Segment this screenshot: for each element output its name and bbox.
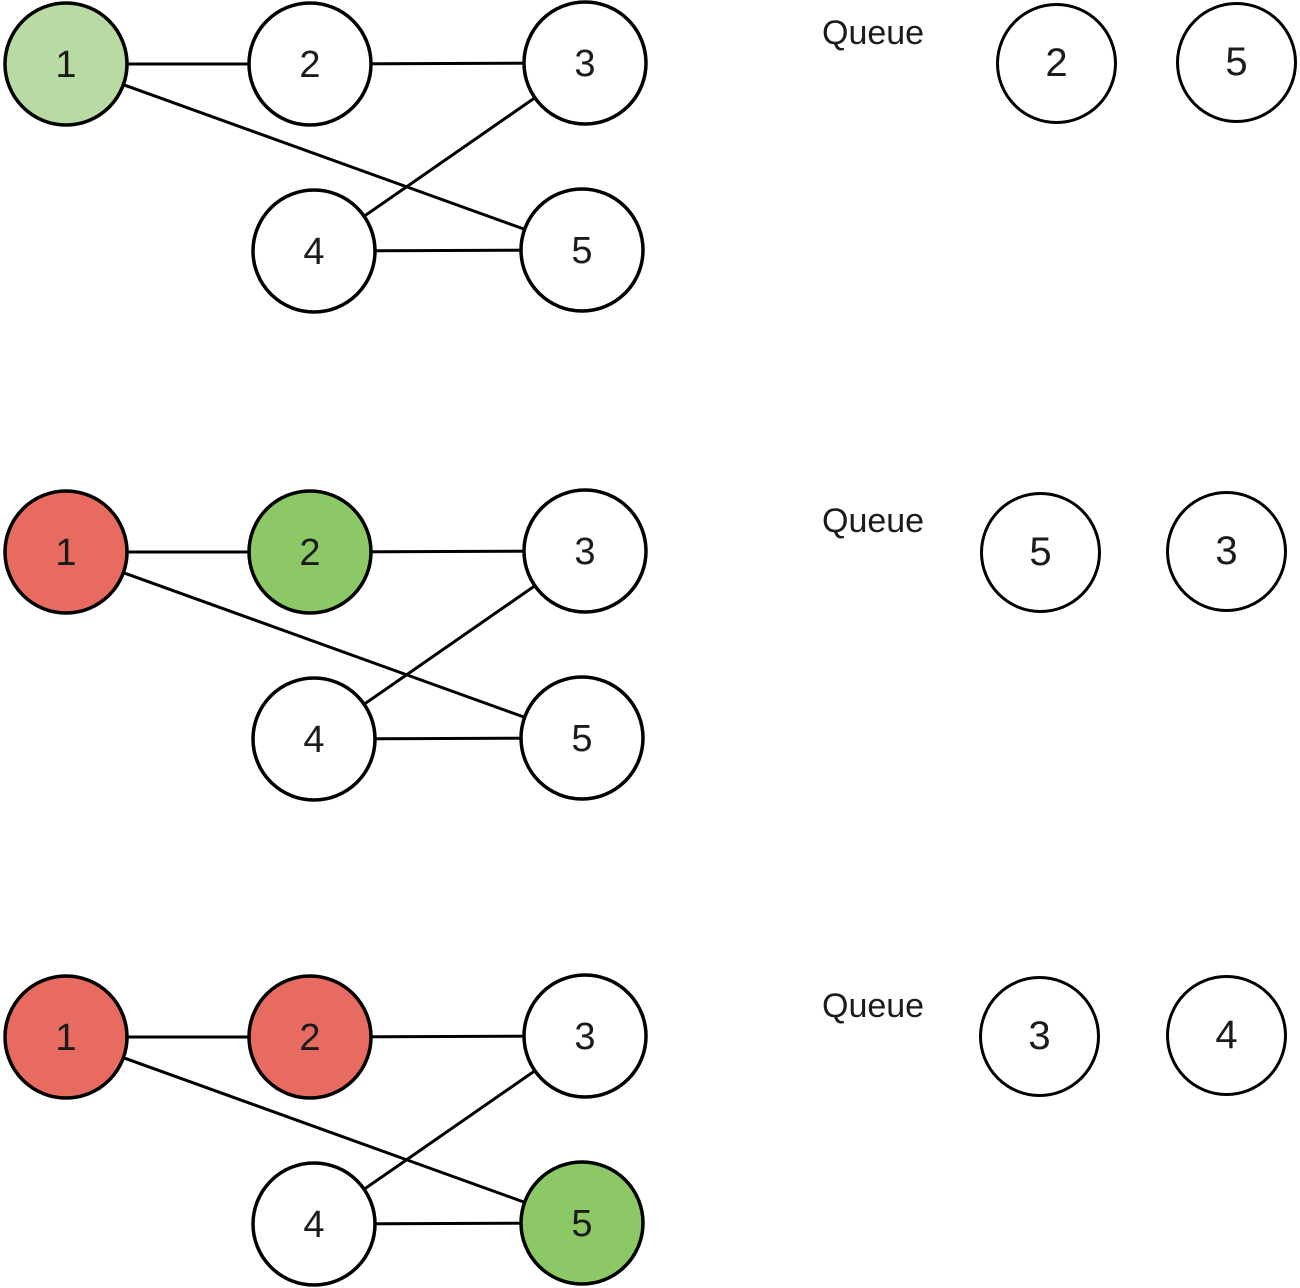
node-label: 1 — [55, 1017, 76, 1059]
node-label: 1 — [55, 44, 76, 86]
graph-node-1: 1 — [3, 1, 129, 127]
node-circle — [519, 675, 645, 801]
node-label: 3 — [574, 1016, 595, 1058]
bfs-step-2: 1 2 3 4 5 Queue 5 3 — [0, 488, 1300, 803]
bfs-step-1: 1 2 3 4 5 Queue 2 5 — [0, 0, 1300, 315]
node-label: 5 — [571, 230, 592, 272]
edge-1-5 — [65, 550, 583, 740]
graph-node-3: 3 — [522, 973, 648, 1099]
queue-item-value: 5 — [1029, 530, 1052, 574]
graph-node-4: 4 — [251, 188, 377, 314]
graph-node-2: 2 — [247, 1, 373, 127]
graph-node-3: 3 — [522, 0, 648, 126]
edge-1-5 — [65, 1035, 583, 1225]
node-label: 3 — [574, 43, 595, 85]
graph-canvas: 1 2 3 4 5 — [3, 0, 648, 314]
node-label: 5 — [571, 1203, 592, 1245]
graph-node-1: 1 — [3, 489, 129, 615]
queue-label: Queue — [822, 502, 925, 540]
queue-item-value: 3 — [1215, 529, 1238, 573]
node-circle — [522, 488, 648, 614]
graph-canvas: 1 2 3 4 5 — [3, 488, 648, 802]
node-circle — [3, 1, 129, 127]
node-circle — [519, 1160, 645, 1286]
node-label: 4 — [303, 1204, 324, 1246]
graph-node-2: 2 — [247, 489, 373, 615]
node-label: 3 — [574, 531, 595, 573]
node-circle — [3, 974, 129, 1100]
graph-node-3: 3 — [522, 488, 648, 614]
queue-label: Queue — [822, 14, 925, 52]
queue-item-2: 5 — [1176, 2, 1297, 123]
node-label: 4 — [303, 231, 324, 273]
graph-node-4: 4 — [251, 676, 377, 802]
node-label: 2 — [299, 532, 320, 574]
graph-node-1: 1 — [3, 974, 129, 1100]
queue-item-1: 2 — [996, 3, 1117, 124]
node-circle — [247, 974, 373, 1100]
node-circle — [519, 187, 645, 313]
queue-item-value: 2 — [1045, 41, 1068, 85]
edge-1-5 — [65, 62, 583, 252]
graph-canvas: 1 2 3 4 5 — [3, 973, 648, 1287]
queue-item-2: 3 — [1166, 491, 1287, 612]
graph-node-2: 2 — [247, 974, 373, 1100]
graph-node-5: 5 — [519, 187, 645, 313]
node-circle — [247, 1, 373, 127]
node-label: 5 — [571, 718, 592, 760]
node-circle — [3, 489, 129, 615]
graph-node-5: 5 — [519, 675, 645, 801]
node-circle — [247, 489, 373, 615]
node-label: 4 — [303, 719, 324, 761]
queue-label: Queue — [822, 987, 925, 1025]
queue-item-1: 3 — [979, 976, 1100, 1097]
node-label: 2 — [299, 44, 320, 86]
bfs-step-3: 1 2 3 4 5 Queue 3 4 — [0, 973, 1300, 1288]
node-label: 1 — [55, 532, 76, 574]
graph-node-4: 4 — [251, 1161, 377, 1287]
node-label: 2 — [299, 1017, 320, 1059]
node-circle — [251, 1161, 377, 1287]
queue-item-value: 3 — [1028, 1014, 1051, 1058]
queue-item-value: 5 — [1225, 40, 1248, 84]
node-circle — [251, 188, 377, 314]
node-circle — [522, 973, 648, 1099]
queue-item-1: 5 — [980, 492, 1101, 613]
queue-item-value: 4 — [1215, 1013, 1238, 1057]
node-circle — [251, 676, 377, 802]
queue-item-2: 4 — [1166, 975, 1287, 1096]
node-circle — [522, 0, 648, 126]
graph-node-5: 5 — [519, 1160, 645, 1286]
